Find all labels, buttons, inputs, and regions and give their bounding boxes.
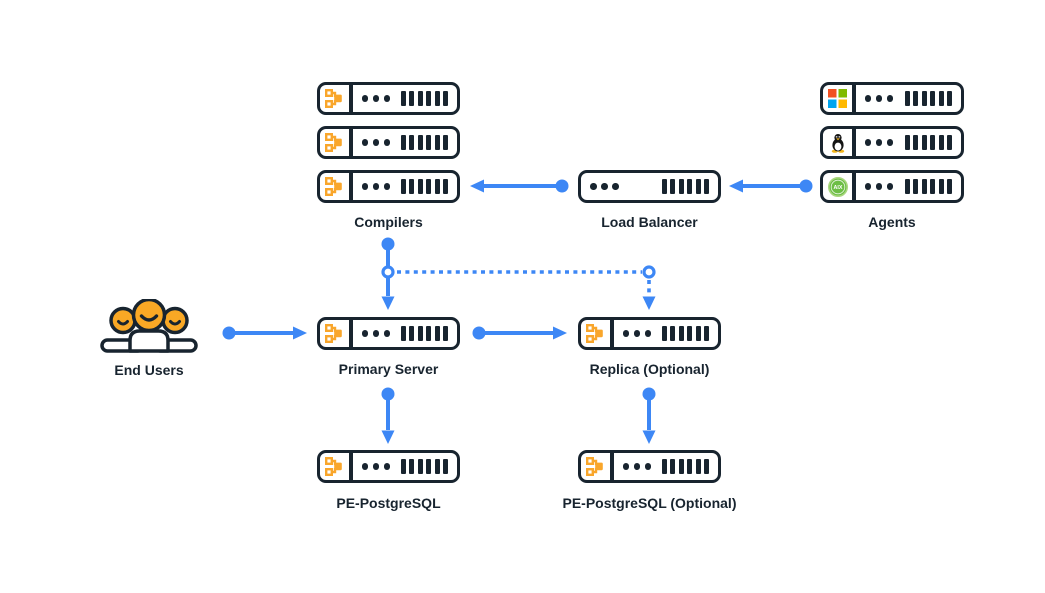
server-face [353, 453, 458, 480]
agent-server-box-windows [820, 82, 964, 115]
replica-server-box [578, 317, 721, 350]
edge-agents-to-load-balancer [729, 179, 813, 193]
icon-cell [581, 453, 610, 480]
server-face [856, 173, 962, 200]
load-balancer-label: Load Balancer [601, 214, 698, 230]
edge-end-users-to-primary-server [222, 326, 307, 340]
replica-label: Replica (Optional) [589, 361, 710, 377]
server-leds [361, 183, 390, 190]
primary-server-box [317, 317, 460, 350]
edge-primary-server-to-pe-postgresql [381, 387, 395, 444]
branch-icon [325, 89, 344, 108]
edge-primary-server-to-replica [472, 326, 567, 340]
server-leds [361, 463, 390, 470]
compiler-server-box [317, 126, 460, 159]
icon-cell [320, 85, 349, 112]
divider [349, 173, 353, 200]
server-face [856, 85, 962, 112]
divider [349, 129, 353, 156]
branch-icon [586, 324, 605, 343]
pe-postgresql-box [317, 450, 460, 483]
edge-compilers-to-replica-dotted [397, 265, 656, 310]
aix-icon: AIX [827, 176, 848, 197]
pe-postgresql-label: PE-PostgreSQL [336, 495, 441, 511]
divider [349, 453, 353, 480]
server-vents [904, 179, 952, 194]
divider [349, 85, 353, 112]
icon-cell [320, 129, 349, 156]
divider [610, 320, 614, 347]
server-leds [864, 95, 893, 102]
branch-icon [325, 324, 344, 343]
server-leds [361, 139, 390, 146]
icon-cell [581, 320, 610, 347]
linux-tux-icon [830, 133, 846, 153]
server-vents [400, 326, 448, 341]
server-face [353, 85, 458, 112]
branch-icon [325, 133, 344, 152]
edge-load-balancer-to-compilers [470, 179, 569, 193]
compilers-label: Compilers [354, 214, 423, 230]
server-leds [622, 330, 651, 337]
server-face [614, 453, 719, 480]
icon-cell [823, 129, 852, 156]
server-leds [864, 183, 893, 190]
server-leds [590, 183, 619, 190]
primary-server-label: Primary Server [338, 361, 439, 377]
compiler-server-box [317, 170, 460, 203]
compiler-server-box [317, 82, 460, 115]
server-vents [400, 459, 448, 474]
server-leds [361, 330, 390, 337]
agents-label: Agents [868, 214, 916, 230]
icon-cell: AIX [823, 173, 852, 200]
server-vents [904, 135, 952, 150]
end-users-label: End Users [114, 362, 184, 378]
server-face [353, 129, 458, 156]
branch-icon [325, 457, 344, 476]
server-leds [361, 95, 390, 102]
edge-compilers-to-primary-server [381, 237, 395, 310]
windows-icon [828, 89, 847, 108]
server-vents [661, 459, 709, 474]
divider [852, 173, 856, 200]
branch-icon [325, 177, 344, 196]
server-vents [400, 91, 448, 106]
server-leds [864, 139, 893, 146]
icon-cell [320, 320, 349, 347]
divider [852, 129, 856, 156]
server-vents [661, 179, 709, 194]
server-face [353, 320, 458, 347]
load-balancer-box [578, 170, 721, 203]
icon-cell [823, 85, 852, 112]
server-face [614, 320, 719, 347]
pe-postgresql-optional-box [578, 450, 721, 483]
end-users-icon [100, 299, 198, 353]
server-face [856, 129, 962, 156]
server-vents [904, 91, 952, 106]
server-vents [400, 135, 448, 150]
icon-cell [320, 453, 349, 480]
pe-postgresql-optional-label: PE-PostgreSQL (Optional) [562, 495, 737, 511]
server-vents [661, 326, 709, 341]
agent-server-box-linux [820, 126, 964, 159]
agent-server-box-aix: AIX [820, 170, 964, 203]
server-face [353, 173, 458, 200]
divider [610, 453, 614, 480]
server-leds [622, 463, 651, 470]
edge-replica-to-pe-postgresql-optional [642, 387, 656, 444]
divider [852, 85, 856, 112]
server-face [581, 173, 718, 200]
branch-icon [586, 457, 605, 476]
server-vents [400, 179, 448, 194]
aix-badge-text: AIX [833, 185, 842, 191]
icon-cell [320, 173, 349, 200]
divider [349, 320, 353, 347]
